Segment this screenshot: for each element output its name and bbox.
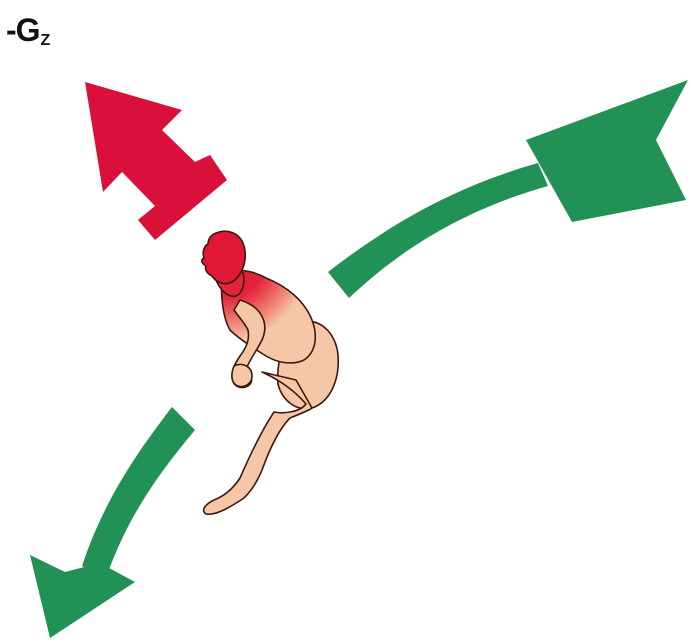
- motion-arrow-upper-head: [526, 80, 688, 222]
- force-arrow-shape: [85, 82, 227, 240]
- figure-head: [202, 231, 245, 283]
- motion-arrow-lower: [30, 407, 195, 638]
- motion-arrow-upper: [328, 80, 688, 298]
- figure-leg: [204, 372, 312, 514]
- figure-hand: [232, 364, 252, 386]
- seated-figure: [202, 231, 338, 514]
- force-arrow: [85, 82, 227, 240]
- motion-arrow-lower-body: [82, 407, 195, 578]
- motion-arrow-upper-body: [328, 163, 548, 298]
- motion-arrow-lower-head: [30, 555, 135, 638]
